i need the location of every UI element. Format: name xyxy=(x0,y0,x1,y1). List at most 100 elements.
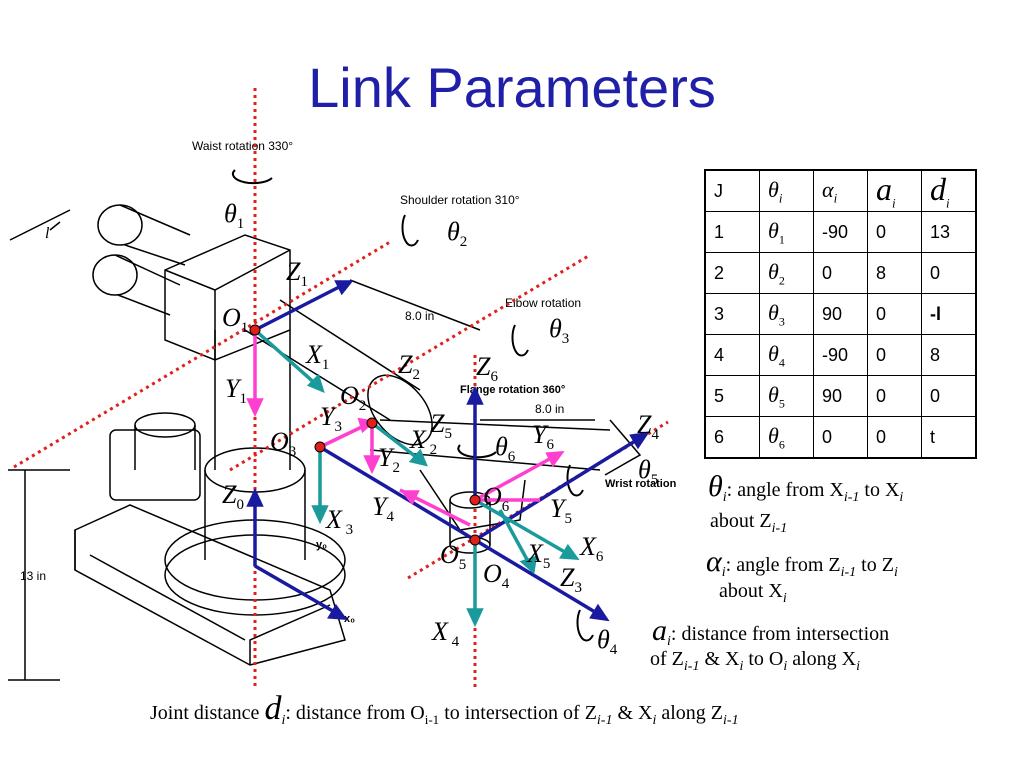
header-theta: θi xyxy=(759,169,814,213)
rotation-arrow-icon xyxy=(457,444,497,459)
theta2-label: θ2 xyxy=(447,217,467,250)
header-d: di xyxy=(921,169,977,213)
flange-rotation-label: Flange rotation 360° xyxy=(460,384,565,396)
rotation-arrow-icon xyxy=(566,464,584,497)
z-axes xyxy=(246,280,650,622)
z4-label: Z4 xyxy=(637,410,659,443)
dim-13in: 13 in xyxy=(20,569,46,583)
waist-rotation-label: Waist rotation 330° xyxy=(192,139,293,153)
cell-alpha: 90 xyxy=(813,375,868,418)
elbow-rotation-label: Elbow rotation xyxy=(505,296,581,310)
cell-theta: θ3 xyxy=(759,293,814,336)
origin-o1 xyxy=(249,324,261,336)
o4-label: O4 xyxy=(483,559,510,592)
cell-a: 0 xyxy=(867,211,922,254)
cell-alpha: -90 xyxy=(813,211,868,254)
origin-o2 xyxy=(366,417,378,429)
shoulder-rotation-label: Shoulder rotation 310° xyxy=(400,193,520,207)
dim-l: l xyxy=(45,225,50,242)
x3-label: X 3 xyxy=(325,505,353,538)
axis-y0-label: y₀ xyxy=(316,539,327,551)
rotation-arrow-icon xyxy=(231,169,273,185)
table-header-row: J θi αi ai di xyxy=(704,169,977,213)
cell-theta: θ1 xyxy=(759,211,814,254)
cell-j: 3 xyxy=(704,293,760,336)
cell-a: 8 xyxy=(867,252,922,295)
x-axes xyxy=(253,328,580,628)
o3-label: O3 xyxy=(270,427,296,460)
y3-label: Y3 xyxy=(320,402,342,435)
origin-o4 xyxy=(469,534,481,546)
cell-a: 0 xyxy=(867,416,922,460)
z3-label: Z3 xyxy=(560,563,582,596)
cell-j: 5 xyxy=(704,375,760,418)
cell-j: 4 xyxy=(704,334,760,377)
cell-a: 0 xyxy=(867,293,922,336)
table-row: 1 θ1 -90 0 13 xyxy=(704,211,977,254)
cell-theta: θ2 xyxy=(759,252,814,295)
x6-label: X6 xyxy=(579,532,604,565)
cell-d: 0 xyxy=(921,252,977,295)
o2-label: O2 xyxy=(340,381,366,414)
theta-definition: θi: angle from Xi-1 to Xi xyxy=(708,470,904,505)
a-definition: ai: distance from intersection xyxy=(652,614,890,649)
cell-a: 0 xyxy=(867,334,922,377)
table-row: 6 θ6 0 0 t xyxy=(704,416,977,460)
cell-j: 1 xyxy=(704,211,760,254)
cell-theta: θ4 xyxy=(759,334,814,377)
z6-label: Z6 xyxy=(476,352,498,385)
o6-label: O6 xyxy=(483,482,510,515)
z0-label: Z0 xyxy=(222,480,244,513)
theta-definition-line2: about Zi-1 xyxy=(710,510,788,536)
x4-label: X 4 xyxy=(431,617,460,650)
cell-d: 8 xyxy=(921,334,977,377)
axis-x0-label: x₀ xyxy=(344,613,355,625)
dim-8in-b: 8.0 in xyxy=(535,402,564,416)
cell-alpha: 90 xyxy=(813,293,868,336)
z2-label: Z2 xyxy=(398,350,420,383)
theta6-label: θ6 xyxy=(495,432,516,465)
cell-d: t xyxy=(921,416,977,460)
origin-o6 xyxy=(469,494,481,506)
table-row: 2 θ2 0 8 0 xyxy=(704,252,977,295)
cell-theta: θ6 xyxy=(759,416,814,460)
header-a: ai xyxy=(867,169,922,213)
y6-label: Y6 xyxy=(532,420,554,453)
rotation-arrow-icon xyxy=(511,324,529,357)
header-j: J xyxy=(704,169,760,213)
y5-label: Y5 xyxy=(550,494,572,527)
cell-d: 0 xyxy=(921,375,977,418)
cell-d: 13 xyxy=(921,211,977,254)
table-row: 5 θ5 90 0 0 xyxy=(704,375,977,418)
cell-theta: θ5 xyxy=(759,375,814,418)
link-parameter-table: J θi αi ai di 1 θ1 -90 0 13 2 θ2 0 8 0 3… xyxy=(704,169,977,460)
cell-d: -l xyxy=(921,293,977,336)
theta5-label: θ5 xyxy=(638,455,658,488)
wrist-rotation-label: Wrist rotation xyxy=(605,478,677,490)
theta3-label: θ3 xyxy=(549,314,569,347)
alpha-definition-line2: about Xi xyxy=(719,580,787,606)
rotation-arrow-icon xyxy=(401,214,419,247)
robot-diagram: 8.0 in 8.0 in 13 in l y₀ x₀ Waist rotati… xyxy=(8,88,677,690)
table-row: 4 θ4 -90 0 8 xyxy=(704,334,977,377)
alpha-definition: αi: angle from Zi-1 to Zi xyxy=(706,545,898,580)
y4-label: Y4 xyxy=(372,492,394,525)
z1-label: Z1 xyxy=(286,257,308,290)
cell-alpha: 0 xyxy=(813,416,868,460)
header-alpha: αi xyxy=(813,169,868,213)
d-definition: Joint distance di: distance from Oi-1 to… xyxy=(150,690,739,728)
x1-label: X1 xyxy=(305,340,329,373)
page-title: Link Parameters xyxy=(308,56,716,119)
rotation-arrow-icon xyxy=(576,609,594,642)
theta1-label: θ1 xyxy=(224,199,244,232)
cell-a: 0 xyxy=(867,375,922,418)
a-definition-line2: of Zi-1 & Xi to Oi along Xi xyxy=(650,648,861,674)
y2-label: Y2 xyxy=(378,443,400,476)
dim-8in-a: 8.0 in xyxy=(405,309,434,323)
table-row: 3 θ3 90 0 -l xyxy=(704,293,977,336)
x5-label: X5 xyxy=(526,539,550,572)
cell-j: 6 xyxy=(704,416,760,460)
o1-label: O1 xyxy=(222,303,248,336)
cell-j: 2 xyxy=(704,252,760,295)
